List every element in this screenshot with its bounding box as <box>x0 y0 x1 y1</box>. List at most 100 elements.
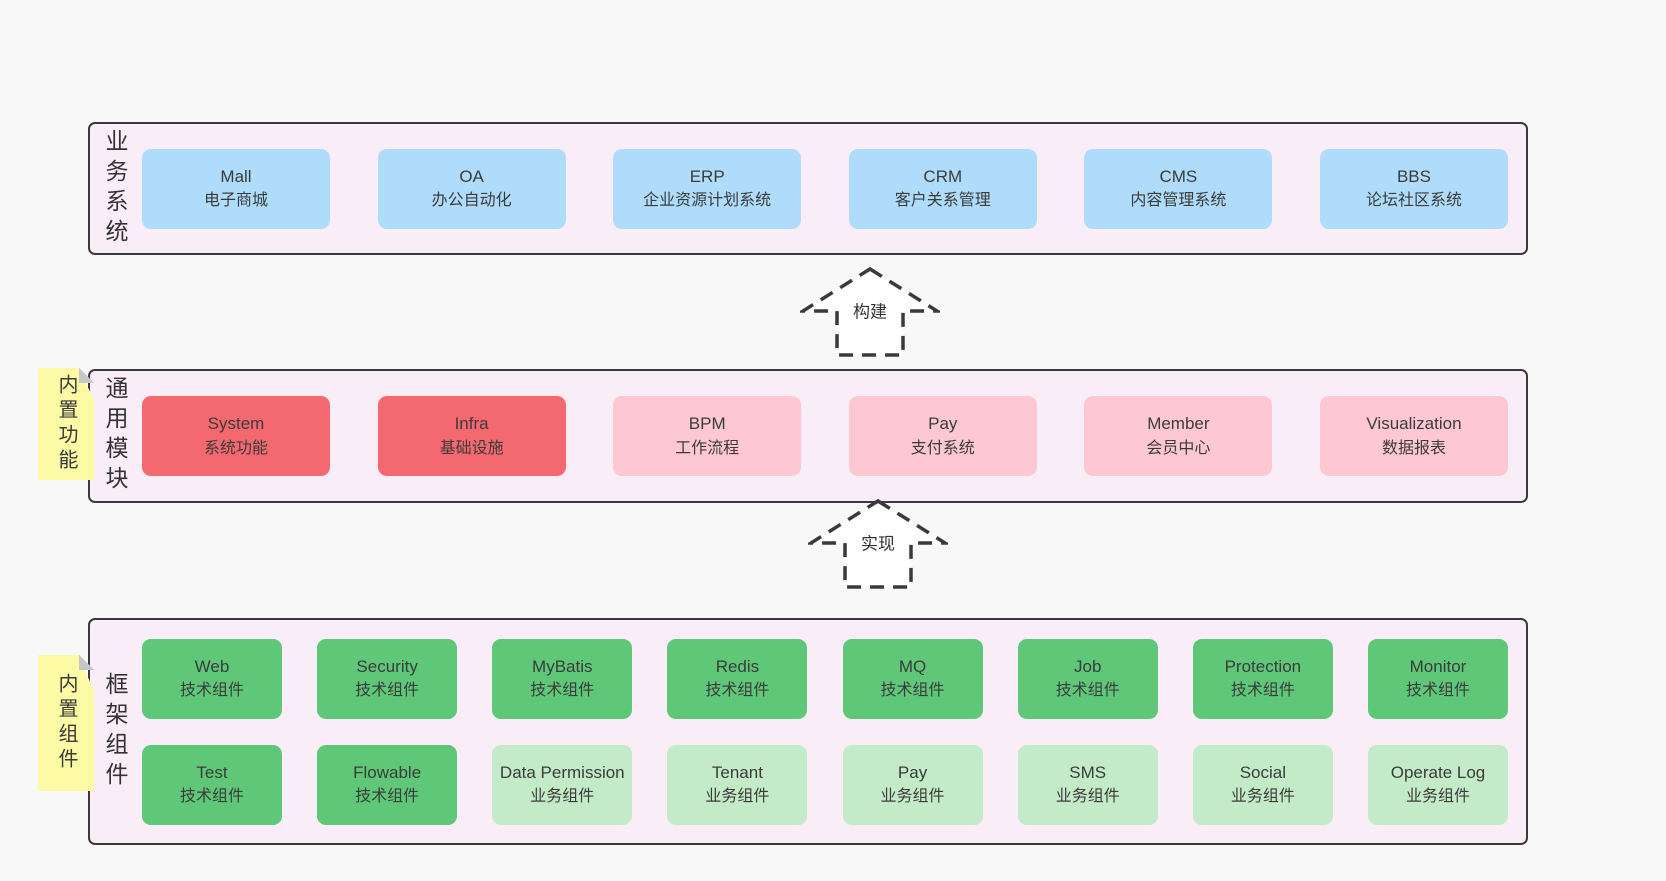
layer-common-modules: 通用模块 System 系统功能 Infra 基础设施 BPM 工作流程 Pay… <box>88 369 1528 503</box>
box-title: Social <box>1239 762 1286 782</box>
box-title: Flowable <box>353 762 422 782</box>
box-job: Job 技术组件 <box>1017 638 1158 719</box>
box-mq: MQ 技术组件 <box>842 638 983 719</box>
box-test: Test 技术组件 <box>142 744 282 825</box>
box-subtitle: 业务组件 <box>530 788 595 806</box>
box-subtitle: 技术组件 <box>179 788 244 806</box>
arrow-implement-label: 实现 <box>858 528 898 556</box>
box-subtitle: 技术组件 <box>1055 682 1120 700</box>
box-subtitle: 客户关系管理 <box>894 192 991 210</box>
box-title: Data Permission <box>499 762 625 782</box>
box-subtitle: 论坛社区系统 <box>1365 192 1462 210</box>
box-flowable: Flowable 技术组件 <box>317 744 458 825</box>
arrow-build-label: 构建 <box>850 296 890 324</box>
box-subtitle: 业务组件 <box>705 788 770 806</box>
components-rows: Web 技术组件 Security 技术组件 MyBatis 技术组件 Redi… <box>126 638 1526 825</box>
box-mall: Mall 电子商城 <box>142 148 330 229</box>
box-title: MQ <box>898 656 927 676</box>
box-title: Monitor <box>1409 656 1467 676</box>
box-title: BPM <box>688 414 726 434</box>
sticky-note-builtin-components: 内置组件 <box>38 655 94 791</box>
box-subtitle: 业务组件 <box>1055 788 1120 806</box>
box-bbs: BBS 论坛社区系统 <box>1319 148 1508 229</box>
box-bpm: BPM 工作流程 <box>613 396 802 476</box>
box-subtitle: 技术组件 <box>1230 682 1295 700</box>
box-title: Pay <box>928 414 958 434</box>
box-title: BBS <box>1396 166 1431 186</box>
box-title: Job <box>1073 656 1102 676</box>
box-pay-component: Pay 业务组件 <box>842 744 983 825</box>
business-boxes-row: Mall 电子商城 OA 办公自动化 ERP 企业资源计划系统 CRM 客户关系… <box>126 148 1526 229</box>
box-data-permission: Data Permission 业务组件 <box>492 744 633 825</box>
box-title: Operate Log <box>1390 762 1486 782</box>
box-title: Member <box>1147 414 1210 434</box>
box-system: System 系统功能 <box>142 396 330 476</box>
box-title: OA <box>459 166 484 186</box>
box-monitor: Monitor 技术组件 <box>1367 638 1508 719</box>
folded-corner-icon <box>79 655 94 670</box>
box-mybatis: MyBatis 技术组件 <box>492 638 633 719</box>
box-subtitle: 业务组件 <box>880 788 945 806</box>
layer-label-business: 业务系统 <box>102 128 128 249</box>
box-title: Tenant <box>711 762 763 782</box>
sticky-note-text: 内置组件 <box>55 673 77 773</box>
arrow-implement: 实现 <box>808 498 948 590</box>
box-web: Web 技术组件 <box>142 638 282 719</box>
box-subtitle: 技术组件 <box>355 788 420 806</box>
layer-framework-components: 框架组件 Web 技术组件 Security 技术组件 MyBatis 技术组件… <box>88 618 1528 845</box>
box-subtitle: 支付系统 <box>910 439 975 457</box>
box-tenant: Tenant 业务组件 <box>667 744 808 825</box>
box-crm: CRM 客户关系管理 <box>848 148 1037 229</box>
box-title: Visualization <box>1366 414 1462 434</box>
box-title: Redis <box>715 656 760 676</box>
box-subtitle: 办公自动化 <box>431 192 512 210</box>
layer-label-components: 框架组件 <box>102 671 128 792</box>
sticky-note-text: 内置功能 <box>55 374 77 474</box>
box-member: Member 会员中心 <box>1084 396 1273 476</box>
sticky-note-builtin-features: 内置功能 <box>38 368 94 480</box>
box-protection: Protection 技术组件 <box>1192 638 1333 719</box>
box-subtitle: 数据报表 <box>1381 439 1446 457</box>
box-title: CMS <box>1159 166 1198 186</box>
box-security: Security 技术组件 <box>317 638 458 719</box>
box-title: CRM <box>923 166 963 186</box>
box-title: Mall <box>220 166 252 186</box>
box-oa: OA 办公自动化 <box>377 148 566 229</box>
box-subtitle: 基础设施 <box>439 439 504 457</box>
box-title: Test <box>196 762 228 782</box>
layer-business-systems: 业务系统 Mall 电子商城 OA 办公自动化 ERP 企业资源计划系统 CRM… <box>88 122 1528 255</box>
box-subtitle: 内容管理系统 <box>1130 192 1227 210</box>
box-social: Social 业务组件 <box>1192 744 1333 825</box>
box-title: Infra <box>454 414 489 434</box>
box-title: Web <box>194 656 230 676</box>
box-visualization: Visualization 数据报表 <box>1319 396 1508 476</box>
box-pay-module: Pay 支付系统 <box>848 396 1037 476</box>
box-title: Protection <box>1224 656 1302 676</box>
box-subtitle: 业务组件 <box>1230 788 1295 806</box>
layer-label-modules: 通用模块 <box>102 376 128 496</box>
components-row-1: Web 技术组件 Security 技术组件 MyBatis 技术组件 Redi… <box>126 638 1526 719</box>
box-redis: Redis 技术组件 <box>667 638 808 719</box>
box-subtitle: 技术组件 <box>880 682 945 700</box>
box-subtitle: 技术组件 <box>355 682 420 700</box>
box-sms: SMS 业务组件 <box>1017 744 1158 825</box>
box-subtitle: 技术组件 <box>705 682 770 700</box>
box-subtitle: 业务组件 <box>1405 788 1470 806</box>
box-title: Security <box>356 656 418 676</box>
folded-corner-icon <box>79 368 94 383</box>
box-subtitle: 企业资源计划系统 <box>643 192 772 210</box>
box-subtitle: 技术组件 <box>1405 682 1470 700</box>
components-row-2: Test 技术组件 Flowable 技术组件 Data Permission … <box>126 744 1526 825</box>
box-subtitle: 工作流程 <box>675 439 740 457</box>
box-subtitle: 技术组件 <box>179 682 244 700</box>
box-subtitle: 电子商城 <box>203 192 268 210</box>
box-cms: CMS 内容管理系统 <box>1084 148 1273 229</box>
box-operate-log: Operate Log 业务组件 <box>1367 744 1508 825</box>
box-infra: Infra 基础设施 <box>377 396 566 476</box>
box-subtitle: 系统功能 <box>203 439 268 457</box>
box-title: ERP <box>689 166 725 186</box>
box-title: Pay <box>897 762 928 782</box>
box-title: SMS <box>1069 762 1107 782</box>
box-erp: ERP 企业资源计划系统 <box>613 148 802 229</box>
